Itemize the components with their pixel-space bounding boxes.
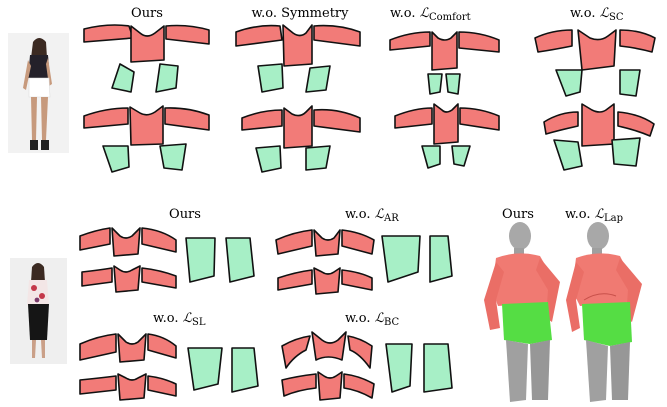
pattern-wo-bc xyxy=(282,332,452,400)
label-wo-ar: w.o. ℒAR xyxy=(345,207,399,224)
photo-model-1 xyxy=(8,33,69,153)
pattern-wo-sl xyxy=(80,334,258,400)
pattern-wo-sc xyxy=(535,30,655,170)
render-avatar-wo-lap xyxy=(566,222,642,402)
label-wo-sl: w.o. ℒSL xyxy=(153,311,206,328)
label-ours-bottom: Ours xyxy=(169,207,201,222)
label-wo-sc: w.o. ℒSC xyxy=(570,6,624,23)
pattern-wo-ar xyxy=(276,230,452,294)
label-ours-top: Ours xyxy=(131,6,163,21)
pattern-ours-top xyxy=(84,25,209,172)
render-avatar-ours xyxy=(484,222,560,402)
label-wo-comfort: w.o. ℒComfort xyxy=(390,6,471,23)
pattern-wo-symmetry xyxy=(236,25,360,172)
pattern-ours-bottom xyxy=(80,228,254,292)
photo-model-2 xyxy=(10,258,67,364)
pattern-wo-comfort xyxy=(390,32,499,168)
label-wo-lap: w.o. ℒLap xyxy=(565,207,623,224)
label-wo-symmetry: w.o. Symmetry xyxy=(252,6,350,21)
label-ours-render: Ours xyxy=(502,207,534,222)
label-wo-bc: w.o. ℒBC xyxy=(345,311,400,328)
